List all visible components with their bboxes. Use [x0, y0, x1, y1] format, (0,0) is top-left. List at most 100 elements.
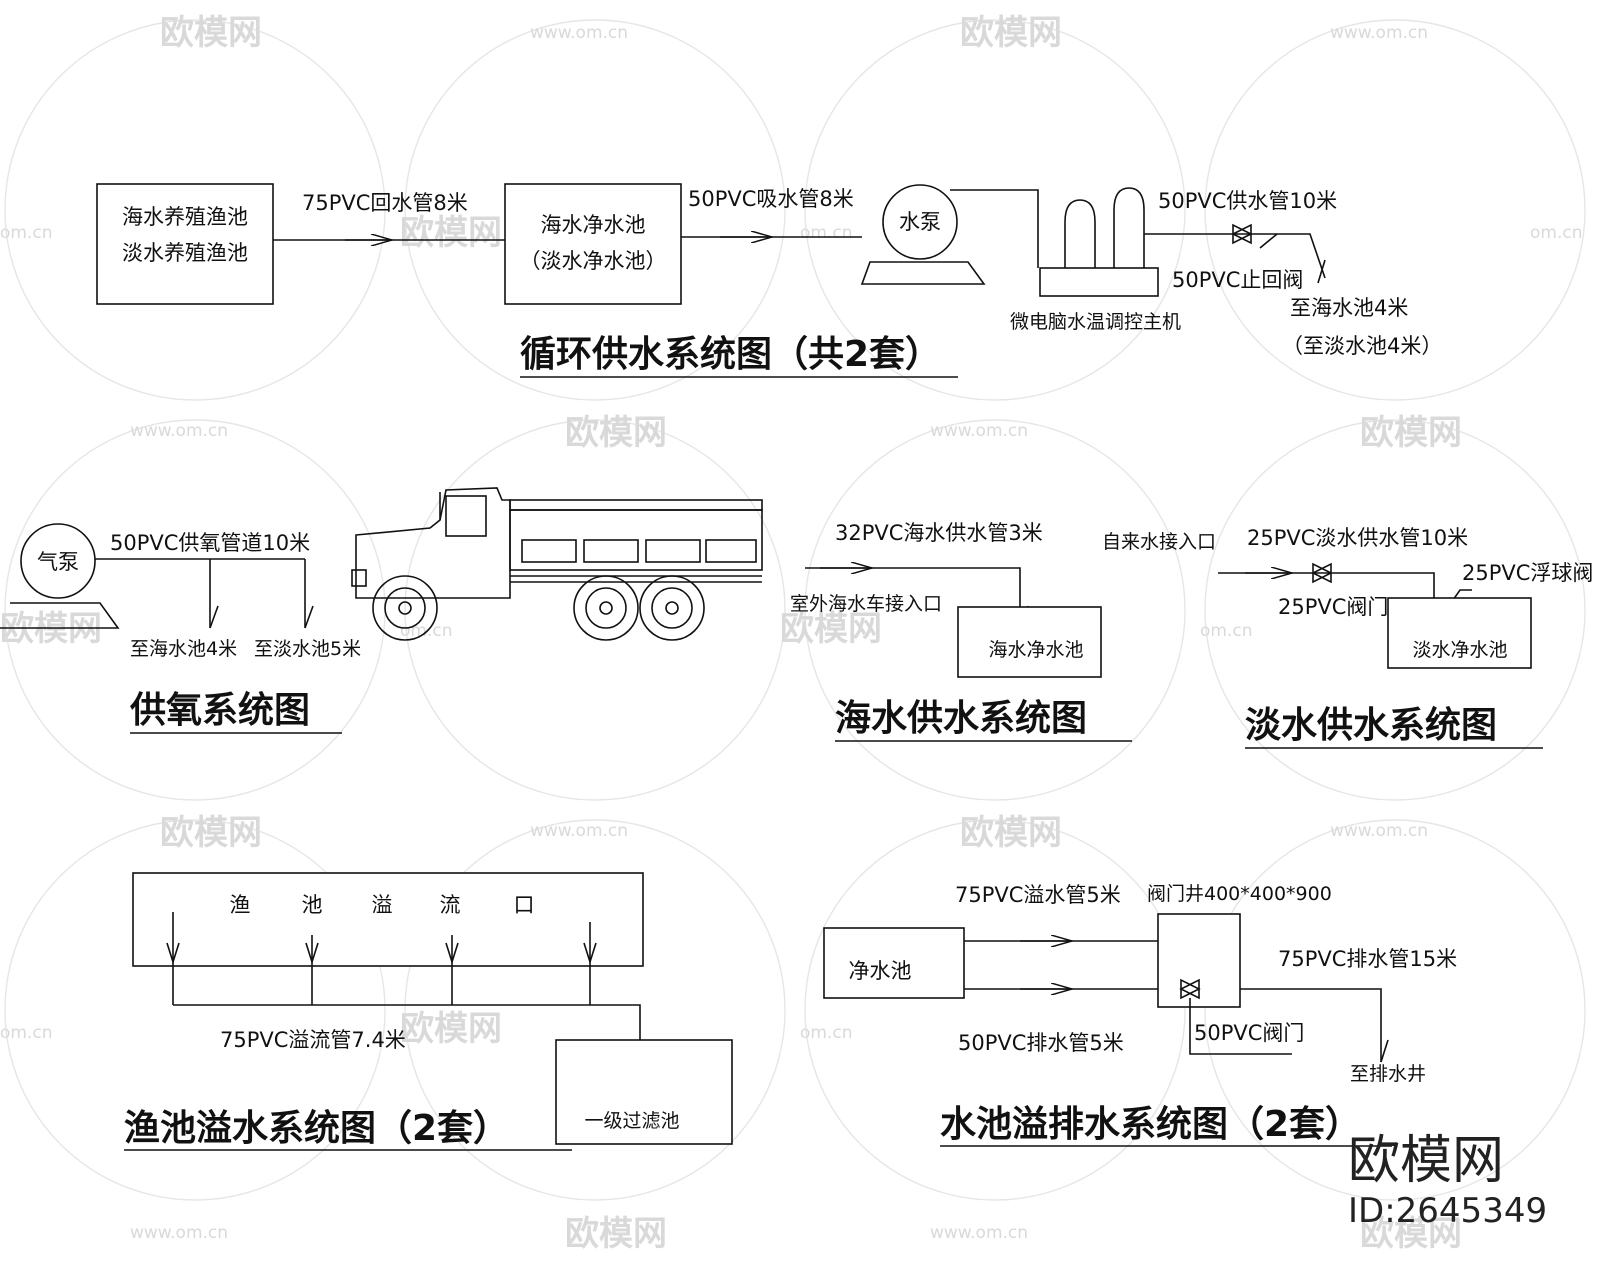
leader-line — [1259, 233, 1278, 249]
watermark-logo: 欧模网 — [960, 13, 1062, 53]
watermark-url: om.cn — [800, 1023, 853, 1043]
watermark-url: www.om.cn — [530, 23, 628, 43]
oxygen-pipe-label: 50PVC供氧管道10米 — [110, 531, 310, 555]
flow-arrow — [209, 605, 219, 629]
freshwater-tank-label: 淡水净水池 — [1412, 639, 1507, 661]
valve-label: 50PVC阀门 — [1194, 1021, 1304, 1045]
pump-circle — [882, 184, 958, 260]
air-pump: 气泵 — [0, 523, 120, 629]
seawater-inlet-label: 室外海水车接入口 — [790, 593, 942, 615]
aquaculture-tank-box — [96, 183, 274, 305]
valve-label: 25PVC阀门 — [1278, 595, 1388, 619]
controller-base — [1039, 267, 1159, 297]
freshwater-pipe-label: 25PVC淡水供水管10米 — [1247, 526, 1468, 550]
watermark-logo: 欧模网 — [1360, 1214, 1462, 1254]
overflow-pipe-label: 75PVC溢流管7.4米 — [220, 1028, 406, 1052]
watermark-logo: 欧模网 — [400, 213, 502, 253]
watermark-url: www.om.cn — [130, 421, 228, 441]
truck-panel — [645, 539, 701, 563]
leader-line — [1189, 998, 1292, 1055]
diagram-title: 海水供水系统图 — [835, 698, 1087, 739]
controller-cylinder — [1113, 187, 1145, 268]
air-pump-base — [0, 602, 120, 629]
overflow-outlet-char: 池 — [302, 893, 323, 917]
supply-pipe-label: 50PVC供水管10米 — [1158, 189, 1337, 213]
clean-tank-label: 净水池 — [849, 959, 912, 983]
watermark-logo: 欧模网 — [565, 1214, 667, 1254]
watermark-logo: 欧模网 — [780, 609, 882, 649]
aquaculture-tank-label: 淡水养殖渔池 — [122, 241, 248, 265]
destination-label: 至排水井 — [1350, 1063, 1426, 1085]
watermark-logo: 欧模网 — [400, 1009, 502, 1049]
gate-valve-icon — [1311, 562, 1333, 584]
destination-label: 至淡水池5米 — [254, 638, 361, 660]
watermark-url: www.om.cn — [1330, 23, 1428, 43]
return-pipe-label: 75PVC回水管8米 — [302, 191, 468, 215]
truck-cab — [355, 487, 511, 599]
overflow-outlet-char: 流 — [440, 893, 461, 917]
suction-pipe-label: 50PVC吸水管8米 — [688, 187, 854, 211]
overflow-outlet-char: 溢 — [372, 893, 393, 917]
overflow-outlet-box — [132, 872, 644, 967]
pump-label: 水泵 — [899, 210, 941, 234]
flow-arrow — [1317, 259, 1326, 284]
truck-window — [445, 495, 487, 537]
watermark-url: om.cn — [1200, 621, 1253, 641]
supply-pipe-segment — [950, 189, 1039, 268]
truck-wheel — [639, 575, 705, 641]
tap-water-inlet-label: 自来水接入口 — [1102, 531, 1216, 553]
check-valve-label: 50PVC止回阀 — [1172, 268, 1303, 292]
brand-id: ID:2645349 — [1348, 1191, 1547, 1231]
gate-valve-icon — [1179, 978, 1201, 1000]
watermark-logo: 欧模网 — [565, 413, 667, 453]
drain-pipe-label: 75PVC排水管15米 — [1278, 947, 1457, 971]
flow-arrow — [1380, 1039, 1389, 1063]
filter-tank-label: 一级过滤池 — [584, 1110, 679, 1132]
truck-panel — [521, 539, 577, 563]
pool-drainage-diagram: 净水池 75PVC溢水管5米 阀门井400*400*900 75PVC排水管15… — [823, 883, 1457, 1147]
water-pump: 水泵 — [860, 184, 986, 285]
watermark-logos: 欧模网 欧模网 欧模网 欧模网 欧模网 欧模网 欧模网 欧模网 欧模网 欧模网 … — [0, 13, 1462, 1254]
purification-tank-label: 海水净水池 — [541, 213, 646, 237]
temperature-controller: 微电脑水温调控主机 — [1010, 187, 1181, 333]
watermark-url: www.om.cn — [1330, 821, 1428, 841]
watermark-logo: 欧模网 — [160, 13, 262, 53]
aquaculture-tank-label: 海水养殖渔池 — [122, 205, 248, 229]
overflow-outlet-char: 渔 — [230, 893, 251, 917]
circulation-system-diagram: 海水养殖渔池 淡水养殖渔池 75PVC回水管8米 海水净水池 （淡水净水池） 5… — [96, 183, 1442, 378]
diagram-title: 水池溢排水系统图（2套） — [940, 1104, 1361, 1145]
truck-rail — [509, 499, 763, 511]
watermark-layer: 欧模网 欧模网 欧模网 欧模网 欧模网 欧模网 欧模网 欧模网 欧模网 欧模网 … — [0, 13, 1586, 1254]
watermark-logo: 欧模网 — [1360, 413, 1462, 453]
filter-tank-box — [555, 1039, 733, 1145]
seawater-supply-diagram: 32PVC海水供水管3米 室外海水车接入口 海水净水池 海水供水系统图 — [790, 521, 1132, 742]
destination-label: （至淡水池4米） — [1282, 334, 1442, 358]
brand-block: 欧模网 ID:2645349 — [1348, 1131, 1547, 1231]
brand-name: 欧模网 — [1348, 1131, 1504, 1191]
pond-overflow-diagram: 渔 池 溢 流 口 75PVC溢流管7.4米 一级过滤池 渔池溢水系统图（2套） — [124, 872, 733, 1151]
seawater-tank-label: 海水净水池 — [988, 639, 1083, 661]
diagram-title: 供氧系统图 — [130, 690, 310, 731]
watermark-urls: www.om.cn www.om.cn www.om.cn www.om.cn … — [0, 23, 1583, 1243]
watermark-logo: 欧模网 — [160, 813, 262, 853]
overflow-outlet-char: 口 — [514, 893, 535, 917]
watermark-url: om.cn — [0, 1023, 53, 1043]
watermark-url: www.om.cn — [930, 1223, 1028, 1243]
purification-tank-label: （淡水净水池） — [520, 249, 667, 273]
freshwater-tank-box — [1387, 597, 1532, 669]
truck-wheel — [573, 575, 639, 641]
diagram-title: 循环供水系统图（共2套） — [520, 334, 941, 375]
watermark-url: om.cn — [0, 223, 53, 243]
float-valve-label: 25PVC浮球阀 — [1462, 561, 1593, 585]
drain-pipe-out-line — [1240, 988, 1382, 1062]
seawater-tank-box — [957, 606, 1102, 678]
drain-pipe-label: 50PVC排水管5米 — [958, 1031, 1124, 1055]
water-truck-illustration — [351, 487, 763, 641]
watermark-url: www.om.cn — [530, 821, 628, 841]
air-pump-label: 气泵 — [37, 550, 79, 574]
diagram-title: 渔池溢水系统图（2套） — [124, 1108, 509, 1149]
overflow-drop-lines — [166, 912, 597, 1005]
watermark-url: www.om.cn — [130, 1223, 228, 1243]
